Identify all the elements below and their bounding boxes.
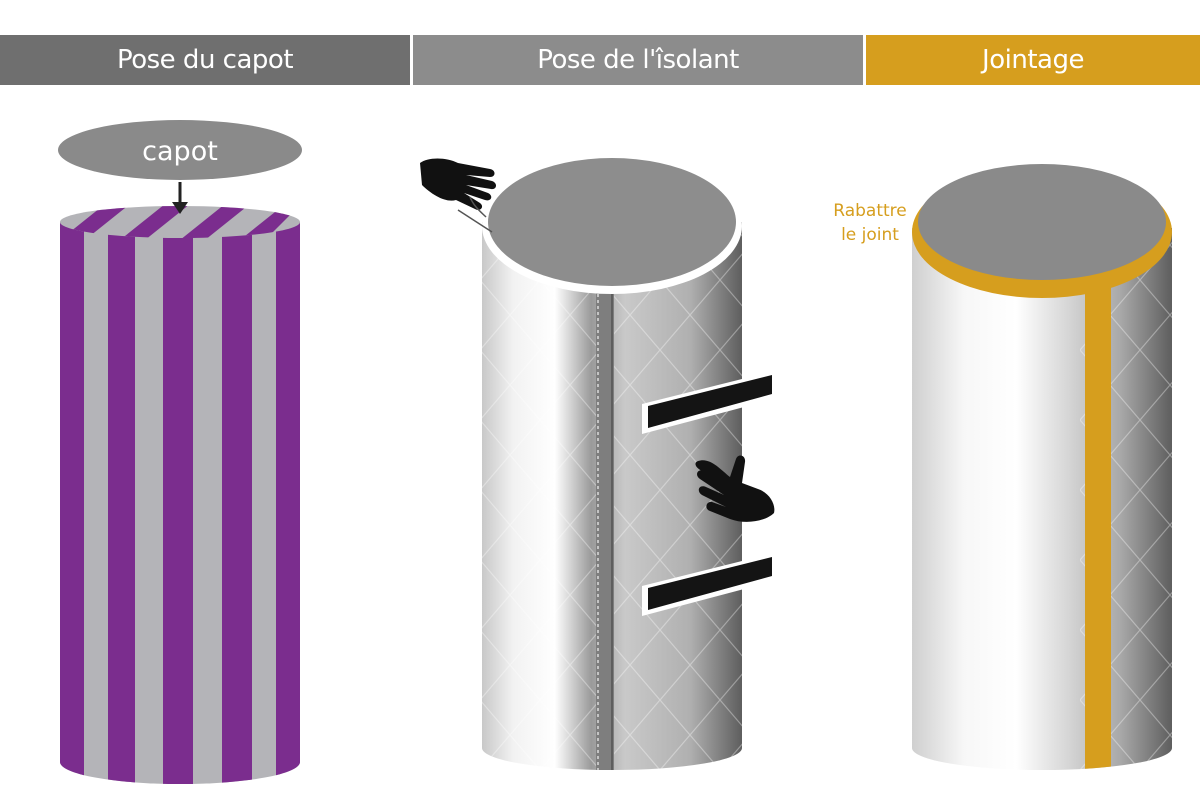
seam-fold [596,240,614,770]
step-header: Pose du capot Pose de l'îsolant Jointage [0,35,1200,85]
purple-stripe [276,222,300,784]
step-1-label: Pose du capot [116,45,294,75]
annotation-line-2: le joint [841,225,899,245]
purple-stripe [163,222,193,784]
cap-label: capot [142,136,218,167]
cap-ellipse [58,120,302,180]
cylinder-striped [60,206,300,784]
hand-icon [420,158,497,218]
vertical-joint-tape [1085,270,1111,770]
hand-icon [695,455,775,522]
step-3-label: Jointage [982,45,1084,75]
step-2-pose-de-l-isolant: Pose de l'îsolant [413,35,863,85]
tape-strip [642,552,778,616]
purple-stripe [108,222,135,784]
arrow-down-icon [172,182,188,214]
annotation-line-1: Rabattre [833,201,906,221]
cylinder-1-top [60,206,300,238]
step-2-label: Pose de l'îsolant [537,45,739,75]
cylinder-insulation [482,158,778,770]
pull-tab [457,209,493,233]
cylinder-2-top [488,158,736,286]
cylinder-3-top [918,164,1166,280]
cylinder-jointed [912,164,1172,770]
purple-stripe [60,222,84,784]
step-1-pose-du-capot: Pose du capot [0,35,410,85]
tape-strip [642,370,778,434]
step-3-jointage: Jointage [866,35,1200,85]
purple-stripe [222,222,252,784]
